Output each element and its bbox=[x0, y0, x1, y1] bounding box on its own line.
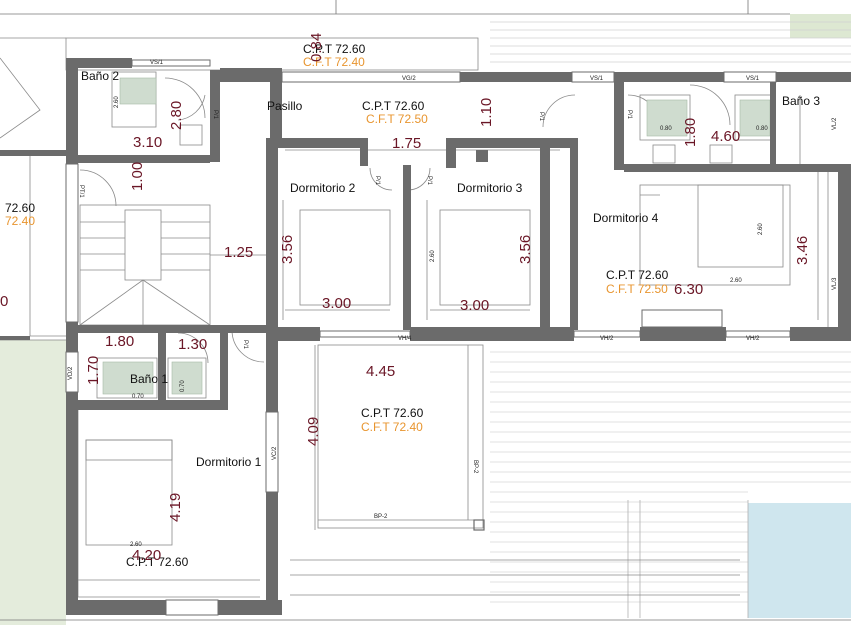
dimension-d_419: 4.19 bbox=[167, 493, 184, 522]
tag-w260_c: 2.60 bbox=[730, 278, 742, 284]
tag-vd2: VD/2 bbox=[68, 366, 74, 380]
level-cft-top: C.F.T 72.40 bbox=[303, 55, 365, 69]
dimension-d_130: 1.30 bbox=[178, 336, 207, 353]
level-cft-dorm4: C.F.T 72.50 bbox=[606, 282, 668, 296]
pool-edge bbox=[627, 500, 749, 618]
dimension-d_630: 6.30 bbox=[674, 281, 703, 298]
walls bbox=[0, 58, 851, 615]
tag-w260_a: 2.60 bbox=[114, 96, 120, 108]
tag-p1_b: P/1 bbox=[538, 112, 544, 122]
tag-p1_e: P/1 bbox=[426, 176, 432, 186]
dimension-d_180_b3: 1.80 bbox=[682, 118, 699, 147]
room-label-dormitorio3: Dormitorio 3 bbox=[457, 181, 523, 195]
room-label-dormitorio2: Dormitorio 2 bbox=[290, 181, 356, 195]
bathroom-tiles bbox=[102, 77, 771, 395]
pool bbox=[748, 503, 851, 618]
dimension-d_300_b: 3.00 bbox=[460, 297, 489, 314]
tag-vs1_mid: VS/1 bbox=[590, 76, 604, 82]
dimension-d_356_b: 3.56 bbox=[517, 235, 534, 264]
dimension-d_346: 3.46 bbox=[794, 236, 811, 265]
tag-w260_e: 2.60 bbox=[130, 542, 142, 548]
level-cpt-pasillo: C.P.T 72.60 bbox=[362, 99, 425, 113]
dimension-d_110: 1.10 bbox=[478, 98, 495, 127]
grass-area-left bbox=[0, 340, 66, 625]
dimension-d_460: 4.60 bbox=[711, 128, 740, 145]
tag-vs1_b3: VS/1 bbox=[746, 76, 760, 82]
tag-s080_b: 0.80 bbox=[660, 126, 672, 132]
grass-area bbox=[790, 14, 851, 38]
room-label-pasillo: Pasillo bbox=[267, 99, 303, 113]
dimension-d_180_b1: 1.80 bbox=[105, 333, 134, 350]
tag-vh4: VH/4 bbox=[398, 336, 412, 342]
dimension-d_100: 1.00 bbox=[129, 162, 146, 191]
tag-p1_d: P/1 bbox=[374, 176, 380, 186]
tag-p1_a: P/1 bbox=[212, 110, 218, 120]
dimension-d_125: 1.25 bbox=[224, 244, 253, 261]
tag-pt1: PT/1 bbox=[78, 185, 84, 198]
deck-lines-top bbox=[490, 21, 851, 63]
level-cpt-terrace: C.P.T 72.60 bbox=[361, 406, 424, 420]
room-label-bano3: Baño 3 bbox=[782, 94, 820, 108]
tag-vs1_top: VS/1 bbox=[150, 60, 164, 66]
dimension-d_175: 1.75 bbox=[392, 135, 421, 152]
level-cft-pasillo: C.F.T 72.50 bbox=[366, 112, 428, 126]
room-label-dormitorio4: Dormitorio 4 bbox=[593, 211, 659, 225]
dimension-d_300_a: 3.00 bbox=[322, 295, 351, 312]
tag-w260_d: 2.60 bbox=[758, 223, 764, 235]
room-label-bano2: Baño 2 bbox=[81, 69, 119, 83]
dimension-d_280: 2.80 bbox=[168, 101, 185, 130]
dimension-d_409: 4.09 bbox=[305, 417, 322, 446]
dimension-d_310: 3.10 bbox=[133, 134, 162, 151]
windows bbox=[65, 59, 791, 616]
tag-w260_b: 2.60 bbox=[430, 250, 436, 262]
room-label-bano1: Baño 1 bbox=[130, 372, 168, 386]
tag-vg2: VG/2 bbox=[402, 76, 416, 82]
tag-p1_c: P/1 bbox=[626, 110, 632, 120]
tag-vh2_b: VH/2 bbox=[746, 336, 760, 342]
thin-lines bbox=[0, 37, 829, 598]
deck-lines-right bbox=[490, 351, 851, 603]
dimension-d_170: 1.70 bbox=[85, 356, 102, 385]
dimension-d_0: 0 bbox=[0, 293, 8, 310]
dimension-d_420: 4.20 bbox=[132, 547, 161, 564]
level-cpt-dorm1: C.P.T 72.60 bbox=[126, 555, 189, 569]
tag-vl2: VL/2 bbox=[832, 117, 838, 130]
level-cpt-top: C.P.T 72.60 bbox=[303, 42, 366, 56]
dimension-d_084: 0.84 bbox=[308, 33, 325, 62]
room-label-dormitorio1: Dormitorio 1 bbox=[196, 455, 262, 469]
level-cpt-dorm4: C.P.T 72.60 bbox=[606, 268, 669, 282]
tag-s070_a: 0.70 bbox=[132, 394, 144, 400]
level-cft-terrace: C.F.T 72.40 bbox=[361, 420, 423, 434]
dimension-d_356_a: 3.56 bbox=[279, 235, 296, 264]
tag-s080_a: 0.80 bbox=[756, 126, 768, 132]
tag-vc2: VC/2 bbox=[272, 446, 278, 460]
tag-p1_f: P/1 bbox=[242, 340, 248, 350]
tag-vl3: VL/3 bbox=[832, 277, 838, 290]
tag-bp2_v: BP-2 bbox=[472, 460, 478, 474]
level-cpt-left: 72.60 bbox=[5, 201, 35, 215]
tag-s070_b: 0.70 bbox=[180, 380, 186, 392]
tag-vh2_a: VH/2 bbox=[600, 336, 614, 342]
tag-bp2_h: BP-2 bbox=[374, 514, 388, 520]
level-cft-left: 72.40 bbox=[5, 214, 35, 228]
dimension-d_445: 4.45 bbox=[366, 363, 395, 380]
